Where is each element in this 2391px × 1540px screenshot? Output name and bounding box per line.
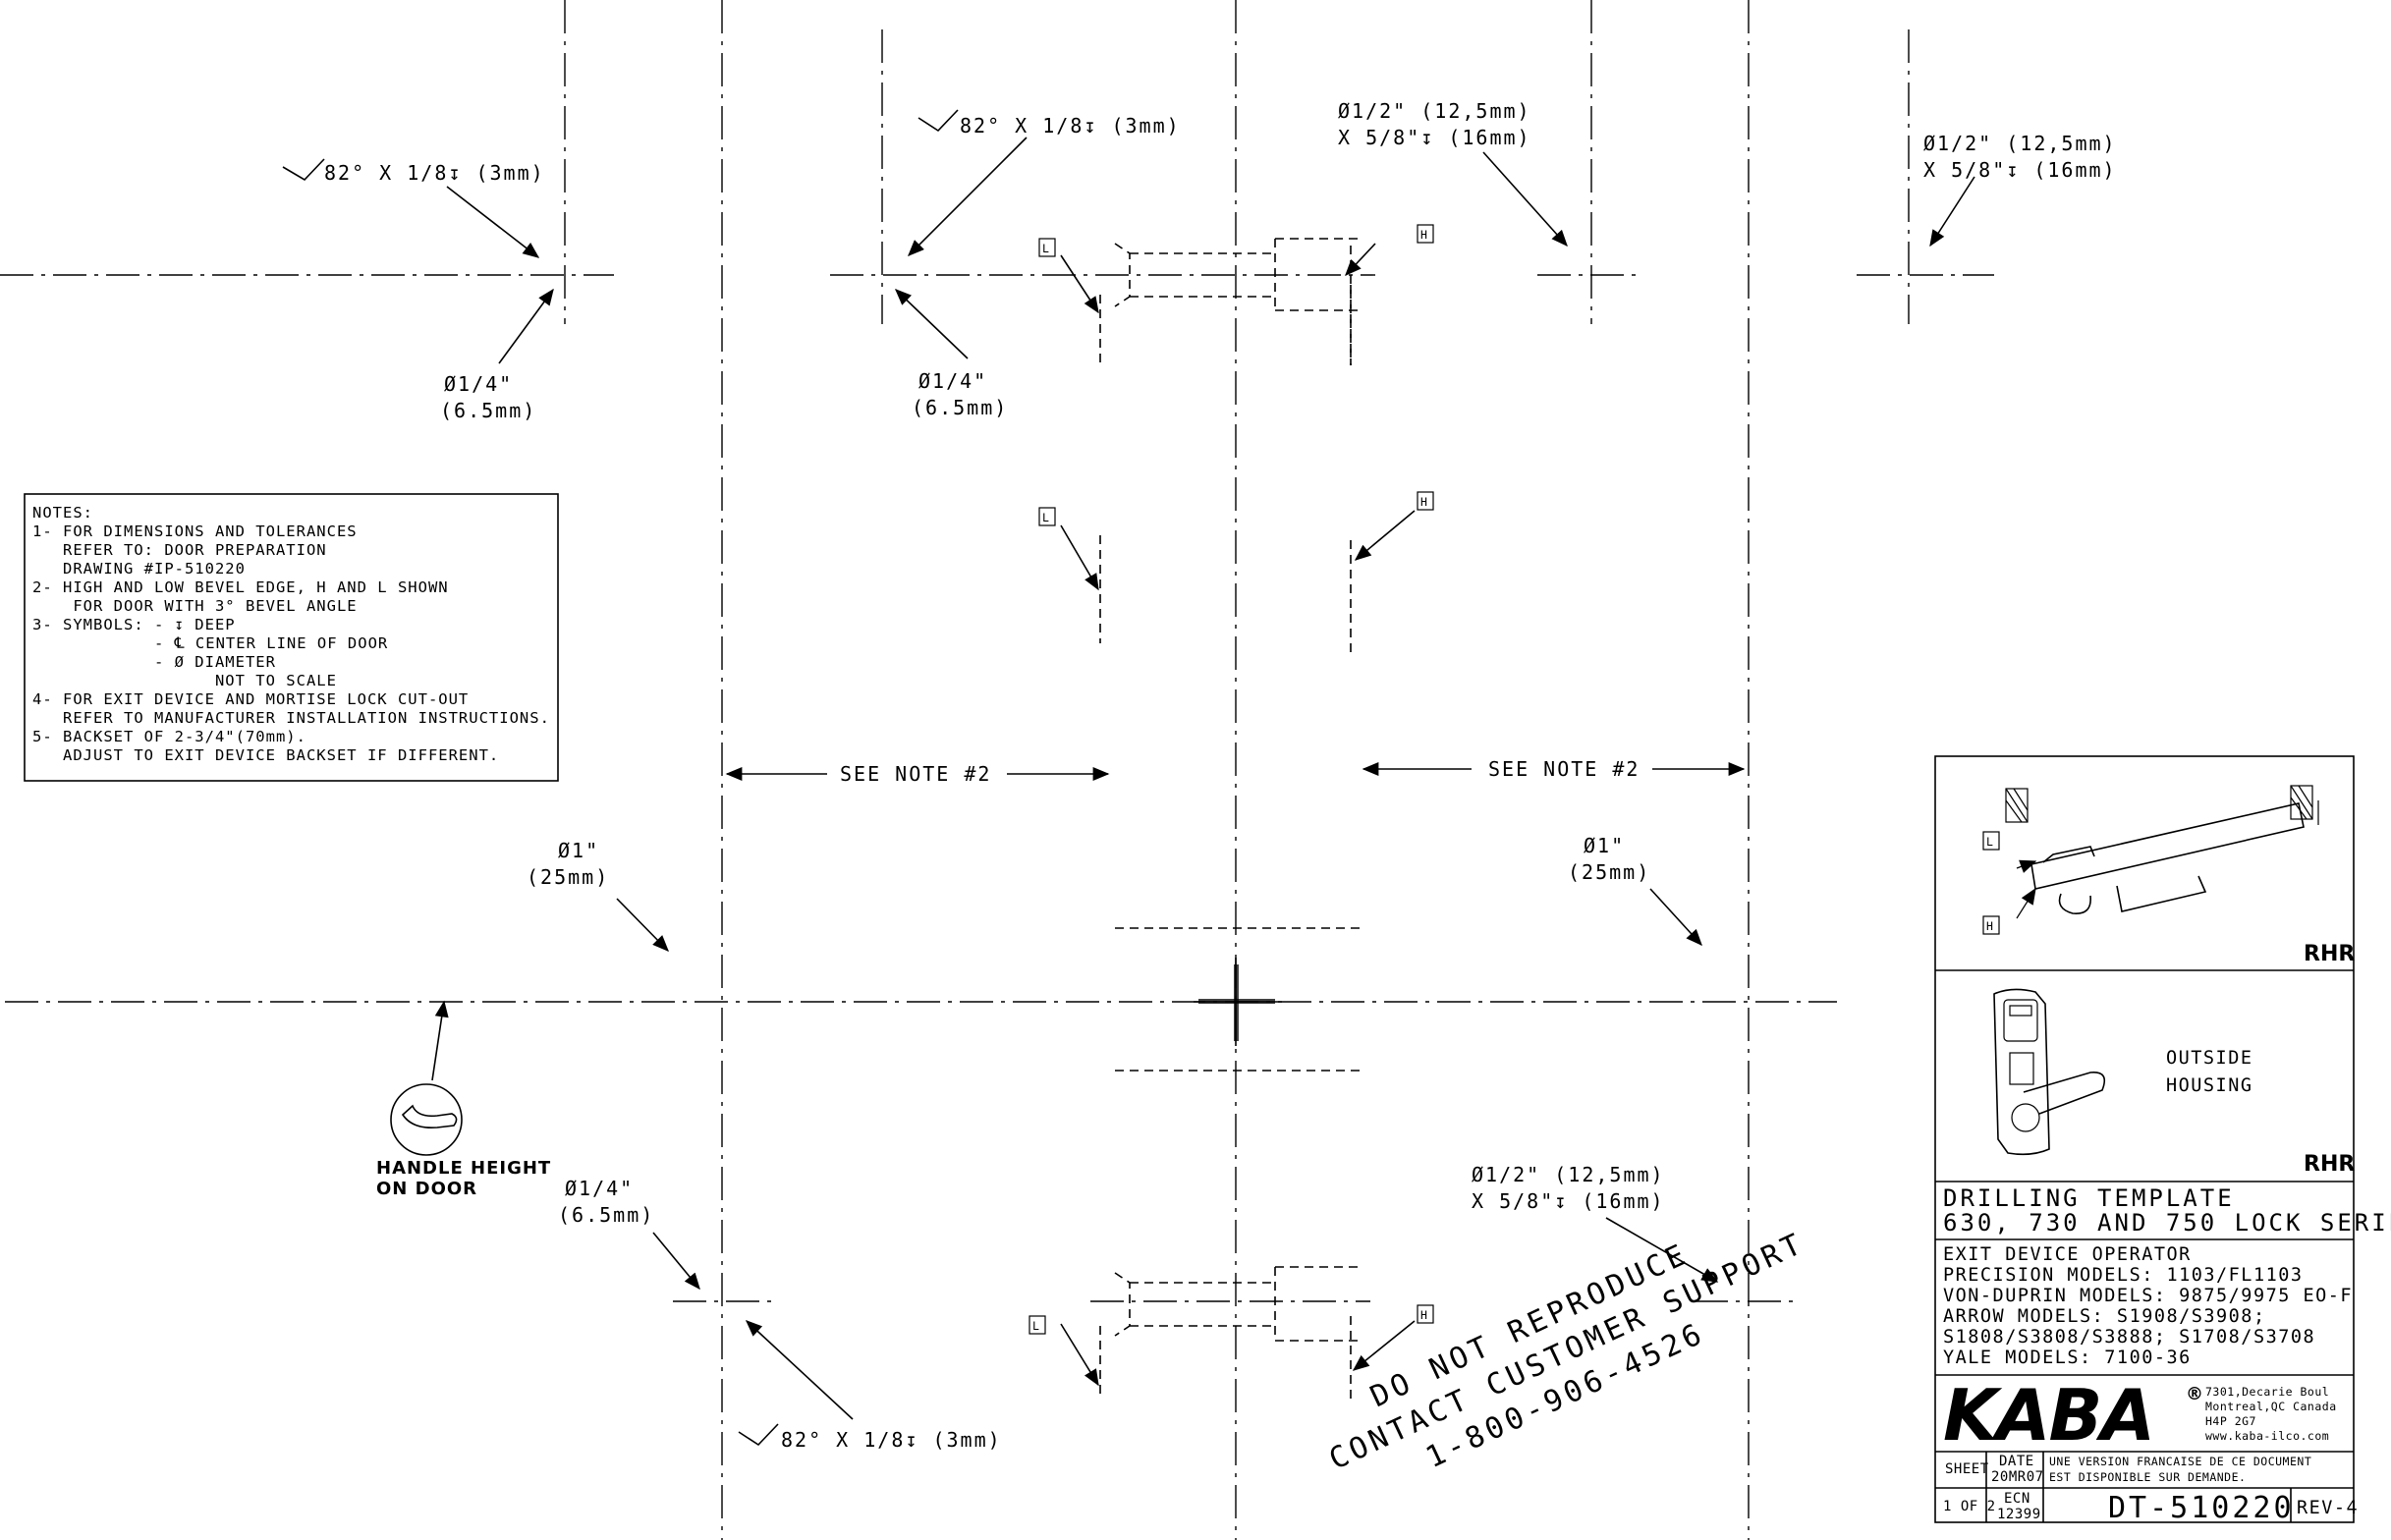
svg-text:H: H (1420, 228, 1427, 242)
dia-quarter-top-mid-2: (6.5mm) (912, 396, 1008, 419)
note-line: REFER TO: DOOR PREPARATION (32, 541, 327, 559)
handle-icon (390, 1083, 463, 1156)
date-label: DATE (1999, 1454, 2034, 1469)
note-line: 3- SYMBOLS: - ↧ DEEP (32, 616, 236, 633)
csk-callout-top-mid: 82° X 1/8↧ (3mm) (960, 114, 1181, 138)
note-line: - ℄ CENTER LINE OF DOOR (32, 634, 388, 652)
svg-text:L: L (1986, 835, 1993, 849)
hand-label-top: RHR (2304, 942, 2355, 966)
date-value: 20MR07 (1991, 1469, 2044, 1485)
low-marker-bottom: L (1029, 1315, 1046, 1335)
model-info-line: ARROW MODELS: S1908/S3908; (1943, 1306, 2266, 1327)
ecn-label: ECN (2004, 1491, 2030, 1507)
low-marker-top: L (1038, 238, 1056, 257)
leader-arrows (431, 137, 1975, 1420)
svg-text:H: H (1420, 495, 1427, 509)
dia-quarter-top-mid-1: Ø1/4" (918, 369, 987, 393)
high-marker-diagram: H (1982, 915, 2000, 935)
model-info-line: YALE MODELS: 7100-36 (1943, 1348, 2192, 1368)
svg-text:L: L (1042, 511, 1049, 524)
dia-quarter-top-left-2: (6.5mm) (440, 399, 536, 422)
housing-label-1: OUTSIDE (2166, 1048, 2252, 1069)
dia-half-right-1: Ø1/2" (12,5mm) (1923, 132, 2117, 155)
note-line: - Ø DIAMETER (32, 653, 276, 671)
template-title-2: 630, 730 AND 750 LOCK SERIES (1943, 1209, 2391, 1237)
note-line: 4- FOR EXIT DEVICE AND MORTISE LOCK CUT-… (32, 690, 469, 708)
dia-one-left-2: (25mm) (527, 865, 609, 889)
low-marker-mid: L (1038, 507, 1056, 526)
housing-label-2: HOUSING (2166, 1075, 2252, 1096)
svg-text:®: ® (2186, 1384, 2203, 1404)
dia-one-right-1: Ø1" (1584, 834, 1625, 857)
model-info-line: S1808/S3808/S3888; S1708/S3708 (1943, 1327, 2315, 1348)
handle-height-label-1: HANDLE HEIGHT (376, 1158, 551, 1179)
hidden-edge-bores (1099, 238, 1361, 1404)
ecn-value: 12399 (1997, 1507, 2041, 1522)
svg-text:L: L (1032, 1319, 1039, 1333)
lock-housing-icon (1993, 988, 2106, 1156)
model-info-line: PRECISION MODELS: 1103/FL1103 (1943, 1265, 2304, 1286)
notes-box: NOTES: 1- FOR DIMENSIONS AND TOLERANCES … (24, 493, 559, 782)
drawing-number: DT-510220 (2108, 1491, 2295, 1525)
french-note-1: UNE VERSION FRANCAISE DE CE DOCUMENT (2049, 1455, 2311, 1468)
dia-quarter-bottom-2: (6.5mm) (558, 1203, 654, 1227)
model-info-line: EXIT DEVICE OPERATOR (1943, 1244, 2192, 1265)
address-line: www.kaba-ilco.com (2205, 1429, 2329, 1443)
sheet-label: SHEET (1945, 1461, 1989, 1477)
dia-half-bottom-1: Ø1/2" (12,5mm) (1472, 1163, 1665, 1186)
handle-height-label-2: ON DOOR (376, 1179, 477, 1199)
dia-quarter-bottom-1: Ø1/4" (565, 1177, 634, 1200)
dia-half-bottom-2: X 5/8"↧ (16mm) (1472, 1189, 1665, 1213)
svg-text:CONTACT CUSTOMER SUPPORT: CONTACT CUSTOMER SUPPORT (1324, 1226, 1810, 1476)
title-block: L H RHR OUTSIDE HOUSING RHR DRILLING TE (1934, 755, 2391, 1525)
high-marker-mid: H (1417, 491, 1434, 511)
dia-one-left-1: Ø1" (558, 839, 599, 862)
see-note-2-left: SEE NOTE #2 (840, 762, 991, 786)
template-title-1: DRILLING TEMPLATE (1943, 1184, 2235, 1212)
revision: REV-4 (2297, 1498, 2359, 1518)
door-center-cross (1194, 958, 1282, 1046)
sheet-value: 1 OF 2 (1943, 1499, 1996, 1514)
model-info-line: VON-DUPRIN MODELS: 9875/9975 EO-F (1943, 1286, 2353, 1306)
address-line: 7301,Decarie Boul (2205, 1385, 2329, 1399)
dia-half-right-2: X 5/8"↧ (16mm) (1923, 158, 2117, 182)
note-line: 5- BACKSET OF 2-3/4"(70mm). (32, 728, 306, 745)
high-marker-top: H (1417, 224, 1434, 244)
svg-text:KABA: KABA (1943, 1374, 2153, 1457)
address-line: H4P 2G7 (2205, 1414, 2256, 1428)
french-note-2: EST DISPONIBLE SUR DEMANDE. (2049, 1470, 2246, 1484)
dia-one-right-2: (25mm) (1568, 860, 1650, 884)
note-line: REFER TO MANUFACTURER INSTALLATION INSTR… (32, 709, 550, 727)
note-line: ADJUST TO EXIT DEVICE BACKSET IF DIFFERE… (32, 746, 499, 764)
csk-callout-top-left: 82° X 1/8↧ (3mm) (324, 161, 545, 185)
kaba-logo: KABA ® (1943, 1374, 2203, 1457)
note-line: FOR DOOR WITH 3° BEVEL ANGLE (32, 597, 358, 615)
low-marker-diagram: L (1982, 831, 2000, 851)
note-line: 1- FOR DIMENSIONS AND TOLERANCES (32, 522, 358, 540)
dia-quarter-top-left-1: Ø1/4" (444, 372, 513, 396)
bevel-markers: L H L H L H (1029, 224, 1434, 1335)
note-line: NOTES: (32, 504, 93, 522)
svg-text:H: H (1986, 919, 1993, 933)
note-line: NOT TO SCALE (32, 672, 337, 689)
dimension-callouts: 82° X 1/8↧ (3mm) 82° X 1/8↧ (3mm) Ø1/4" … (282, 99, 2117, 1452)
dia-half-top-1: Ø1/2" (12,5mm) (1338, 99, 1531, 123)
csk-callout-bottom: 82° X 1/8↧ (3mm) (781, 1428, 1002, 1452)
hand-label-bottom: RHR (2304, 1152, 2355, 1177)
high-marker-bottom: H (1417, 1304, 1434, 1324)
note-line: DRAWING #IP-510220 (32, 560, 246, 578)
dia-half-top-2: X 5/8"↧ (16mm) (1338, 126, 1531, 149)
svg-text:H: H (1420, 1308, 1427, 1322)
handle-height-indicator: HANDLE HEIGHT ON DOOR (376, 1083, 551, 1199)
bevel-diagram: L H RHR (1982, 785, 2355, 966)
see-note-2-right: SEE NOTE #2 (1488, 757, 1640, 781)
svg-text:L: L (1042, 242, 1049, 255)
address-line: Montreal,QC Canada (2205, 1400, 2337, 1413)
outside-housing-panel: OUTSIDE HOUSING RHR (1993, 988, 2355, 1177)
note-line: 2- HIGH AND LOW BEVEL EDGE, H AND L SHOW… (32, 578, 449, 596)
